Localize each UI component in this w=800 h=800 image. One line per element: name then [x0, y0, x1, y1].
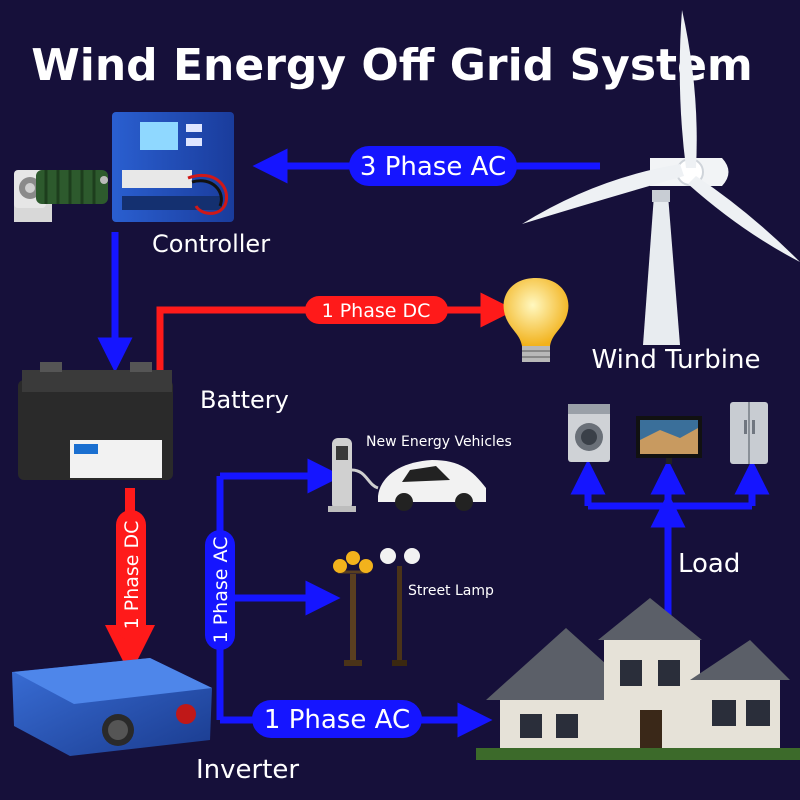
diagram-title: Wind Energy Off Grid System [31, 40, 753, 91]
svg-text:1 Phase AC: 1 Phase AC [264, 705, 410, 735]
label-pill-1-phase-dc-vertical: 1 Phase DC [116, 510, 146, 640]
inverter-label: Inverter [196, 755, 299, 785]
load-label: Load [678, 549, 740, 579]
label-pill-1-phase-ac-horizontal: 1 Phase AC [252, 700, 422, 738]
battery-icon [18, 362, 173, 480]
dump-load-resistor-icon [14, 170, 108, 222]
street-lamp-label: Street Lamp [408, 583, 494, 599]
label-pill-1-phase-ac-vertical: 1 Phase AC [205, 530, 235, 650]
label-pill-3-phase-ac: 3 Phase AC [349, 146, 517, 186]
svg-text:3 Phase AC: 3 Phase AC [360, 152, 506, 182]
electric-car-icon [378, 460, 486, 511]
street-lamp-icon [333, 548, 420, 666]
svg-text:1 Phase DC: 1 Phase DC [322, 300, 431, 322]
washing-machine-icon [568, 404, 610, 462]
svg-text:1 Phase DC: 1 Phase DC [121, 521, 143, 630]
controller-label: Controller [152, 230, 270, 258]
svg-text:1 Phase AC: 1 Phase AC [210, 537, 232, 644]
label-pill-1-phase-dc-horizontal: 1 Phase DC [305, 296, 448, 324]
refrigerator-icon [730, 402, 768, 464]
television-icon [636, 416, 702, 464]
wind-turbine-label: Wind Turbine [592, 345, 761, 375]
charging-station-icon [328, 438, 379, 512]
controller-icon [112, 112, 234, 222]
battery-label: Battery [200, 386, 289, 414]
inverter-icon [12, 658, 212, 756]
house-icon [476, 598, 800, 760]
wind-turbine-icon [522, 10, 800, 345]
vehicles-label: New Energy Vehicles [366, 434, 512, 450]
light-bulb-icon [503, 278, 569, 362]
